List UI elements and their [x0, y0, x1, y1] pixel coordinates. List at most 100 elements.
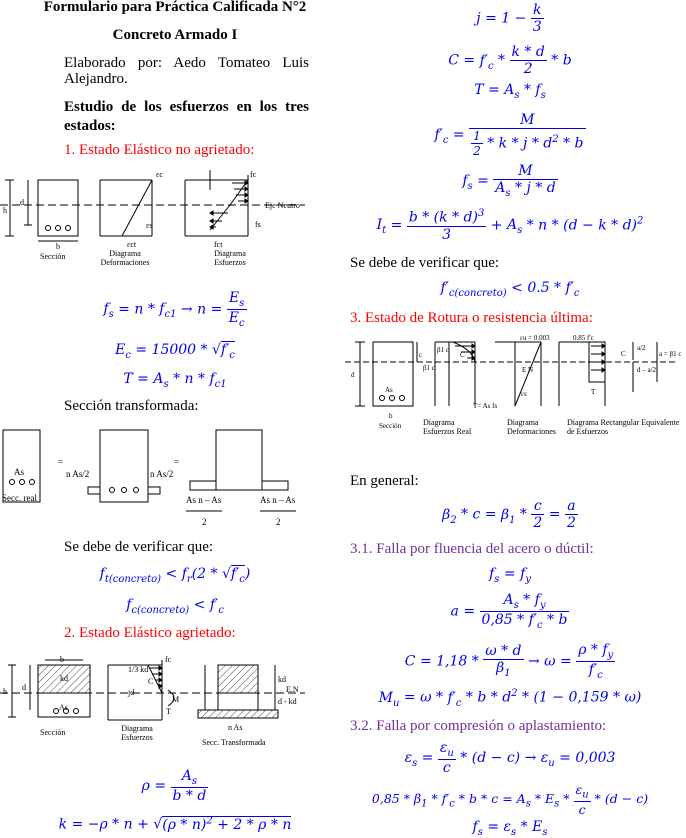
fig1-d: d	[20, 198, 24, 207]
fig2-en: E.N	[286, 685, 299, 694]
fig1-esf-label: Diagrama Esfuerzos	[214, 249, 246, 267]
fig1-fc: fc	[250, 170, 257, 179]
doc-subtitle: Concreto Armado I	[112, 27, 238, 43]
section2-heading: 2. Estado Elástico agrietado:	[64, 625, 236, 641]
tf-asn-right: As n – As	[260, 495, 296, 505]
tf-secc-real: Secc. real	[2, 493, 37, 503]
fig1-def-label: Diagrama Deformaciones	[100, 249, 150, 267]
fig3-eu: εu = 0.003	[520, 334, 550, 342]
section1-figure: h d b Sección εc εs εct fc Eje Neutro fs…	[0, 170, 305, 267]
fig3-b1c2: β1 c	[423, 364, 435, 372]
arrow-head	[209, 224, 214, 230]
arrow-head	[244, 180, 249, 186]
fig2-fc: fc	[165, 655, 172, 664]
fig3-def: Diagrama Deformaciones	[507, 418, 556, 436]
section3-heading: 3. Estado de Rotura o resistencia última…	[350, 310, 593, 326]
section2-figure: h d b As kd Sección 1/3 kd jd fc C M T k…	[0, 655, 305, 747]
fig3-c: c	[419, 351, 422, 359]
arrow-head	[471, 349, 476, 355]
fig3-c-force: C	[460, 351, 465, 359]
tf-two-left: 2	[202, 517, 207, 527]
cond-05: f′c(concreto) < 0.5 * f′c	[440, 280, 580, 299]
fig1-seccion: Sección	[40, 252, 65, 261]
fig3-ab1c: a = β1 c	[659, 350, 681, 358]
fig2-t: T	[166, 707, 171, 716]
transformed-figure: As Secc. real = = n As/2 n As/2 As n – A…	[2, 429, 296, 527]
h32: 3.2. Falla por compresión o aplastamient…	[350, 718, 607, 734]
tf-as: As	[14, 467, 24, 477]
fig1-ect: εct	[127, 240, 137, 249]
fig3-d: d	[351, 371, 355, 379]
arrow-head	[471, 355, 476, 361]
arrow-head	[244, 198, 249, 204]
fig2-kd2: kd	[278, 675, 286, 684]
fig3-b1c: β1 c	[437, 346, 449, 354]
verify2: Se debe de verificar que:	[350, 255, 500, 271]
arrow-head	[244, 192, 249, 198]
arrow-head	[158, 677, 163, 683]
arrow-head	[601, 367, 606, 373]
fig1-fct: fct	[214, 240, 223, 249]
fig3-b: b	[389, 412, 393, 420]
section3-figure: d c As b Sección C β1 c β1 c T= As fs εu…	[345, 334, 681, 436]
arrow-head	[158, 671, 163, 677]
fig1-eje: Eje Neutro	[265, 201, 300, 210]
author-line1: Elaborado por: Aedo Tomateo Luis	[64, 55, 309, 71]
fig1-b: b	[56, 242, 60, 251]
fig2-h: h	[3, 687, 7, 696]
fig2-kd: kd	[60, 674, 68, 683]
fig2-esf-label: Diagrama Esfuerzos	[121, 724, 153, 742]
section1-heading: 1. Estado Elástico no agrietado:	[64, 142, 255, 158]
study-title: Estudio de los esfuerzos en los tres est…	[64, 99, 309, 134]
fig3-tasfs: T= As fs	[473, 402, 497, 410]
fig3-as: As	[385, 386, 393, 394]
h31: 3.1. Falla por fluencia del acero o dúct…	[350, 541, 594, 557]
tf-asn-left: As n – As	[186, 495, 222, 505]
eq-fs-es: fs = εs * Es	[472, 819, 548, 838]
fig3-es: εs	[521, 390, 527, 398]
transformed-heading: Sección transformada:	[64, 398, 199, 414]
fig2-d: d	[22, 683, 26, 692]
fig2-b: b	[60, 655, 64, 664]
fig2-m: M	[172, 695, 179, 704]
tf-nas2-left: n As/2	[66, 469, 89, 479]
tf-eq1: =	[58, 457, 63, 467]
cond-fc: fc(concreto) < f′c	[126, 597, 224, 616]
fig3-esf-real: Diagrama Esfuerzos Real	[423, 418, 472, 436]
arrow-head	[601, 343, 606, 349]
tf-two-right: 2	[276, 517, 281, 527]
doc-title: Formulario para Práctica Calificada N°2	[43, 0, 307, 15]
fig2-as: As	[59, 703, 68, 712]
fig2-c: C	[148, 677, 153, 686]
fig3-seccion: Sección	[379, 422, 402, 430]
arrow-head	[209, 218, 214, 224]
eq-T: T = As * fs	[474, 82, 546, 101]
fig3-f085: 0.85 f'c	[573, 334, 594, 342]
fig2-seccion: Sección	[40, 728, 65, 737]
eq-fs-fy: fs = fy	[489, 566, 531, 585]
fig2-third-kd: 1/3 kd	[128, 665, 148, 674]
arrow-head	[158, 683, 163, 689]
arrow-head	[209, 210, 214, 216]
general: En general:	[350, 473, 419, 489]
verify1: Se debe de verificar que:	[64, 539, 214, 555]
fig3-t: T	[591, 388, 596, 396]
fig1-es: εs	[146, 221, 152, 230]
fig2-d-kd: d - kd	[278, 697, 297, 706]
arrow-head	[601, 359, 606, 365]
cond-ft: ft(concreto) < fr(2 * √f′c)	[99, 565, 251, 585]
fig3-rect: Diagrama Rectangular Equivalente de Esfu…	[567, 418, 680, 436]
arrow-head	[601, 351, 606, 357]
fig3-c-rect: C	[621, 350, 626, 358]
eq-ec: Ec = 15000 * √f′c	[115, 341, 235, 361]
